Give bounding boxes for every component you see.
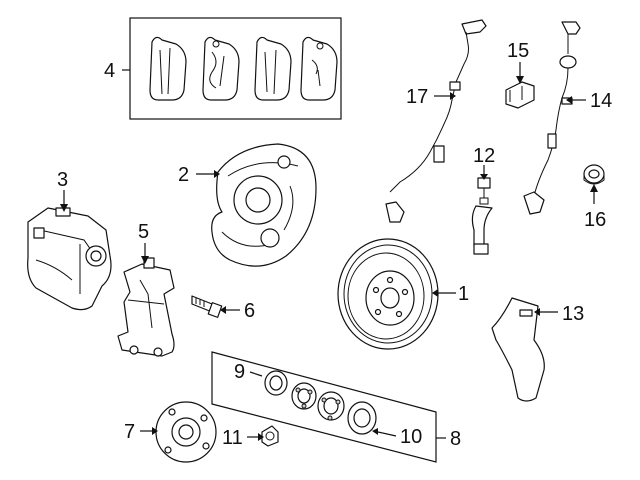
seal [264, 370, 288, 396]
arrowhead [450, 92, 456, 100]
brake-hose [471, 177, 493, 255]
bearing-kit-box [211, 351, 437, 463]
caliper-bracket [117, 257, 175, 357]
callout-11: 11 [222, 427, 243, 449]
sensor-clip [505, 81, 535, 109]
dust-shield [211, 143, 317, 267]
callout-15: 15 [507, 40, 529, 62]
arrowhead [220, 306, 226, 314]
callout-7: 7 [124, 421, 135, 443]
wheel-hub [155, 401, 217, 463]
callout-17: 17 [406, 86, 428, 108]
arrowhead [258, 433, 264, 441]
callout-1: 1 [458, 283, 469, 305]
callout-6: 6 [244, 300, 255, 322]
callout-13: 13 [562, 303, 584, 325]
callout-12: 12 [473, 145, 495, 167]
callout-3: 3 [57, 169, 68, 191]
arrowhead [141, 256, 149, 264]
hub-seal [347, 401, 377, 435]
callout-9: 9 [234, 361, 245, 383]
brake-wear-sensor [385, 19, 487, 223]
callout-2: 2 [178, 164, 189, 186]
arrowhead [152, 427, 158, 435]
splash-deflector [491, 297, 545, 402]
brake-pad [149, 36, 187, 101]
brake-pad [254, 36, 292, 101]
hub-nut [261, 425, 279, 447]
callout-4: 4 [104, 60, 115, 82]
brake-rotor [337, 238, 439, 350]
callout-5: 5 [138, 221, 149, 243]
pad-set-box [129, 17, 342, 120]
arrowhead [480, 174, 488, 180]
wheel-bearing [317, 391, 345, 421]
arrowhead [372, 428, 378, 435]
arrowhead [590, 184, 598, 192]
callout-14: 14 [590, 90, 612, 112]
lead-line [249, 371, 263, 377]
arrowhead [566, 96, 572, 104]
brake-wear-sensor [523, 21, 581, 215]
callout-10: 10 [400, 426, 422, 448]
caliper-bolt [191, 295, 223, 318]
wheel-bearing [291, 382, 317, 410]
brake-pad [202, 36, 240, 101]
arrowhead [432, 289, 438, 297]
brake-caliper [27, 207, 112, 311]
brake-pad [300, 36, 338, 101]
sensor-grommet [583, 164, 605, 185]
arrowhead [534, 308, 540, 316]
arrowhead [214, 170, 220, 178]
brake-pad-set [122, 17, 342, 120]
lead-line [377, 431, 397, 437]
arrowhead [516, 76, 524, 84]
callout-16: 16 [584, 209, 606, 231]
callout-8: 8 [450, 428, 461, 450]
arrowhead [60, 204, 68, 212]
